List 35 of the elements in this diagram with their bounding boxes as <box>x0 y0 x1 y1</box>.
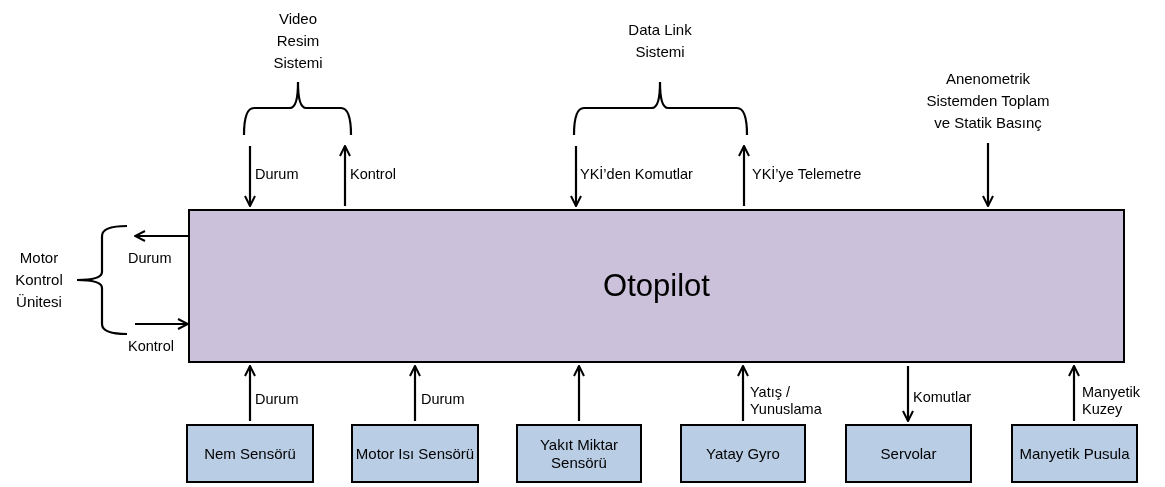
edge-label: Kontrol <box>350 166 396 183</box>
arrow <box>339 145 351 206</box>
component-box: Yatay Gyro <box>680 424 806 483</box>
edge-label: Kontrol <box>128 338 174 355</box>
process-box: Otopilot <box>188 209 1125 363</box>
system-label: Video Resim Sistemi <box>258 6 338 76</box>
arrow <box>737 365 749 421</box>
component-box: Manyetik Pusula <box>1011 424 1138 483</box>
edge-label: YKİ’ye Telemetre <box>752 166 862 183</box>
arrow <box>409 365 421 421</box>
arrow <box>902 366 914 422</box>
arrow <box>244 146 256 207</box>
edge-label: Durum <box>255 166 299 183</box>
component-box: Yakıt Miktar Sensörü <box>516 424 642 483</box>
arrow <box>244 365 256 421</box>
arrow <box>570 146 582 207</box>
component-box: Motor Isı Sensörü <box>351 424 479 483</box>
edge-label: Durum <box>128 250 172 267</box>
arrow <box>134 230 188 242</box>
edge-label: Durum <box>255 391 299 408</box>
system-label: Data Link Sistemi <box>620 6 700 76</box>
arrow <box>135 318 189 330</box>
arrow <box>573 365 585 421</box>
component-box: Servolar <box>845 424 972 483</box>
component-box: Nem Sensörü <box>186 424 314 483</box>
arrow <box>1068 365 1080 421</box>
edge-label: Manyetik Kuzey <box>1082 384 1142 418</box>
edge-label: YKİ’den Komutlar <box>580 166 693 183</box>
arrow <box>738 145 750 206</box>
arrow <box>982 143 994 207</box>
edge-label: Komutlar <box>913 389 972 406</box>
system-label: Motor Kontrol Ünitesi <box>4 245 74 315</box>
edge-label: Durum <box>421 391 465 408</box>
edge-label: Yatış / Yunuslama <box>750 384 823 418</box>
system-label: Anenometrik Sistemden Toplam ve Statik Basınç <box>918 66 1058 136</box>
